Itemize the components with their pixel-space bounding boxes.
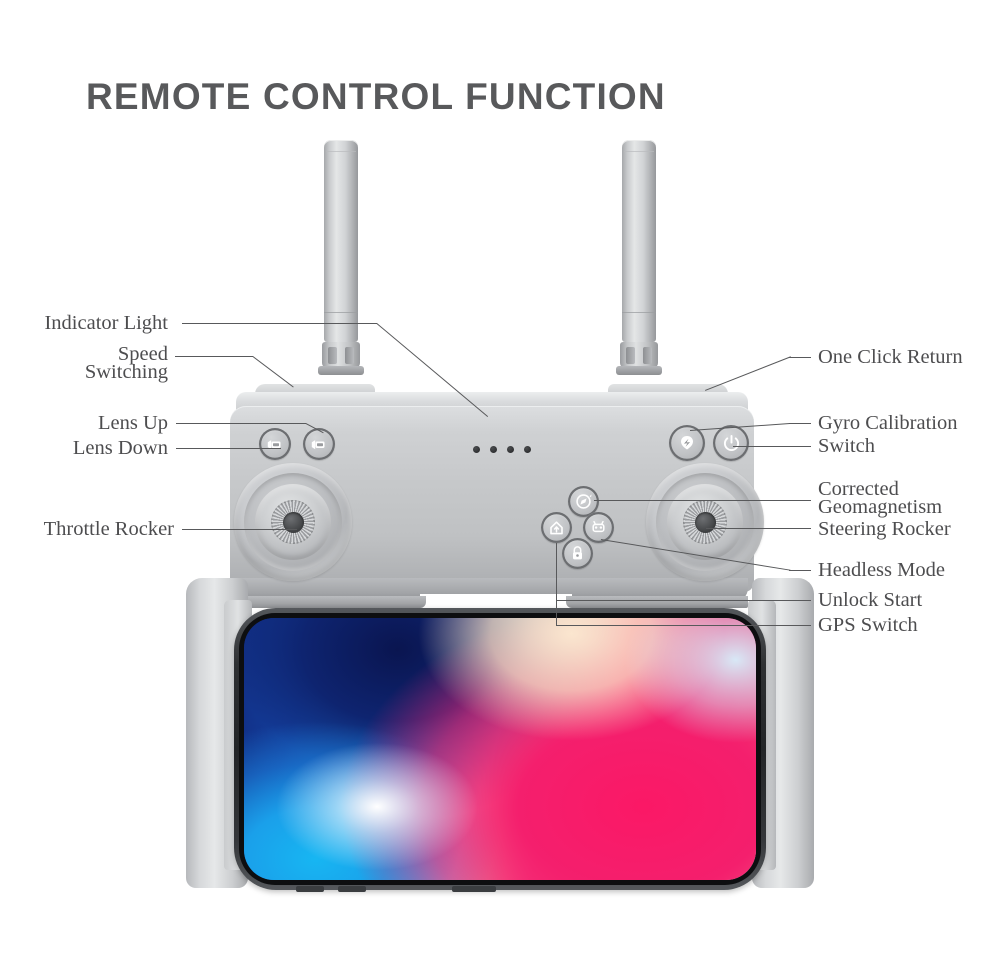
leader-unlock-start [789, 600, 811, 601]
camera-up-icon [267, 438, 284, 451]
indicator-led-3 [507, 446, 514, 453]
label-indicator-light: Indicator Light [44, 312, 168, 334]
gps-unlock-button[interactable] [562, 538, 593, 569]
antenna-right-pin [616, 366, 662, 375]
label-gyro-calibration: Gyro Calibration [818, 412, 958, 434]
lens-up-button[interactable] [259, 428, 291, 460]
leader-gps-switch [789, 625, 811, 626]
phone-volume-button-2 [338, 886, 366, 892]
leader-throttle-rocker [182, 529, 297, 530]
phone-volume-button-1 [296, 886, 324, 892]
label-lens-up: Lens Up [97, 412, 168, 434]
page-title: REMOTE CONTROL FUNCTION [86, 76, 666, 117]
label-lens-down: Lens Down [72, 437, 168, 459]
leader-geomagnetism-inner [594, 500, 792, 501]
power-switch-button[interactable] [713, 425, 749, 461]
leader-gyro-calibration [789, 423, 811, 424]
lock-icon [570, 545, 585, 562]
label-one-click-return: One Click Return [818, 346, 963, 368]
label-switching: Switching [84, 361, 168, 383]
label-unlock-start: Unlock Start [818, 589, 923, 611]
label-corrected: Corrected [818, 478, 899, 500]
label-throttle-rocker: Throttle Rocker [43, 518, 174, 540]
leader-switch-inner [733, 446, 791, 447]
label-steering-rocker: Steering Rocker [818, 518, 951, 540]
leader-speed-switching [175, 356, 253, 357]
leader-steering-rocker-inner [706, 528, 792, 529]
smartphone [234, 608, 766, 890]
antenna-left [324, 140, 358, 342]
gyro-compass-icon [575, 493, 592, 510]
leader-lens-down [176, 448, 281, 449]
steering-rocker-stick[interactable] [646, 463, 764, 581]
gradient-wallpaper [244, 618, 756, 880]
antenna-right-hinge [620, 342, 658, 368]
phone-screen[interactable] [244, 618, 756, 880]
headless-mode-icon [590, 520, 607, 535]
label-speed: Speed [117, 343, 168, 365]
controller-foot-right [566, 596, 748, 608]
antenna-left-hinge [322, 342, 360, 368]
leader-headless-mode [789, 570, 811, 571]
antenna-right [622, 140, 656, 342]
return-home-icon [677, 434, 697, 452]
antenna-left-pin [318, 366, 364, 375]
phone-power-button [452, 886, 496, 892]
leader-geomagnetism [789, 500, 811, 501]
indicator-led-4 [524, 446, 531, 453]
headless-mode-button[interactable] [583, 512, 614, 543]
home-arrow-icon [548, 520, 565, 536]
throttle-rocker-stick[interactable] [234, 463, 352, 581]
camera-down-icon [311, 438, 328, 451]
lens-down-button[interactable] [303, 428, 335, 460]
indicator-led-2 [490, 446, 497, 453]
leader-gps-switch-inner [556, 625, 792, 626]
leader-unlock-start-inner [556, 600, 792, 601]
label-gps-switch: GPS Switch [818, 614, 918, 636]
label-headless-mode: Headless Mode [818, 559, 945, 581]
label-geomagnetism: Geomagnetism [818, 496, 943, 518]
gyro-calibration-button[interactable] [568, 486, 599, 517]
leader-steering-rocker [789, 528, 811, 529]
indicator-led-1 [473, 446, 480, 453]
leader-lens-up [176, 423, 306, 424]
power-icon [722, 434, 741, 453]
leader-indicator-light [182, 323, 377, 324]
leader-switch [789, 446, 811, 447]
leader-gps-switch-vertical [556, 543, 557, 625]
one-click-return-button[interactable] [669, 425, 705, 461]
controller-foot-left [236, 596, 426, 608]
label-switch: Switch [818, 435, 875, 457]
leader-one-click-return [789, 357, 811, 358]
geomagnetism-button[interactable] [541, 512, 572, 543]
